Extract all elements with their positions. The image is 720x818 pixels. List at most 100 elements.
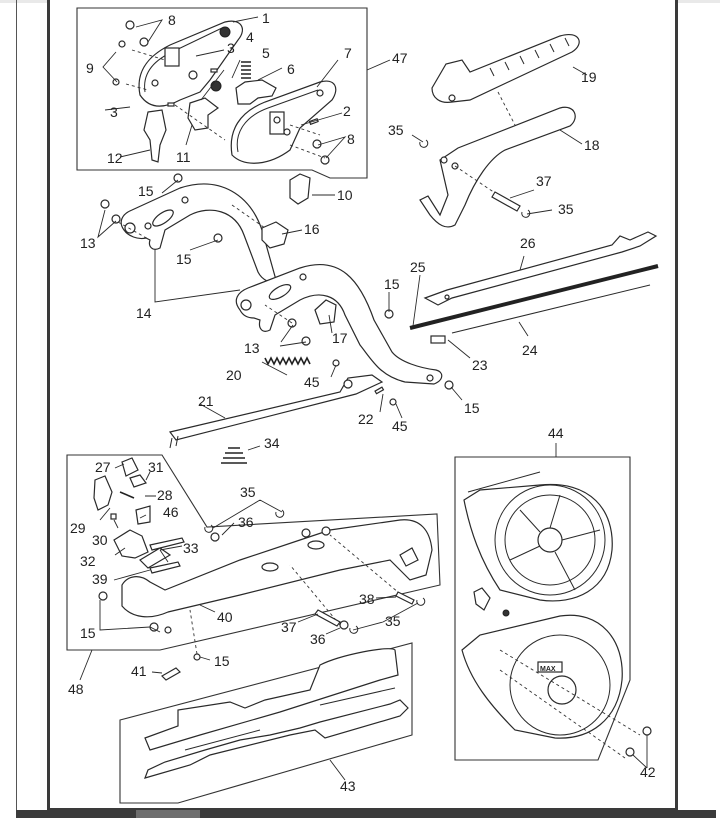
part-6-lever xyxy=(235,79,277,105)
callout-24: 24 xyxy=(522,342,538,358)
part-35-clip-mid-b xyxy=(275,509,285,518)
assembly-44-box xyxy=(454,443,631,761)
part-8-nuts xyxy=(125,20,330,165)
callout-15-a: 15 xyxy=(138,183,154,199)
callout-45-b: 45 xyxy=(392,418,408,434)
callout-33: 33 xyxy=(183,540,199,556)
callout-2: 2 xyxy=(343,103,351,119)
callout-16: 16 xyxy=(304,221,320,237)
part-31-clip xyxy=(129,474,147,488)
part-15-screws-low xyxy=(98,591,201,661)
part-37-pin-upper xyxy=(491,191,521,212)
callout-36-lower: 36 xyxy=(310,631,326,647)
callout-38: 38 xyxy=(359,591,375,607)
callout-19: 19 xyxy=(581,69,597,85)
callout-21: 21 xyxy=(198,393,214,409)
leader-lines xyxy=(97,16,648,769)
callout-32: 32 xyxy=(80,553,96,569)
part-28-spring xyxy=(119,491,135,499)
part-10-bracket xyxy=(289,173,311,205)
part-35-clip-low-a xyxy=(349,625,359,634)
assembly-48-box xyxy=(66,454,441,681)
part-20-spring xyxy=(264,356,311,366)
part-12-latch xyxy=(143,109,167,163)
callout-20: 20 xyxy=(226,367,242,383)
part-18-arm xyxy=(419,106,576,228)
callout-39: 39 xyxy=(92,571,108,587)
callout-15-e: 15 xyxy=(80,625,96,641)
part-29-mechanism xyxy=(93,475,113,511)
callout-10: 10 xyxy=(337,187,353,203)
callout-46: 46 xyxy=(163,504,179,520)
callout-18: 18 xyxy=(584,137,600,153)
left-gutter-line xyxy=(16,0,17,810)
part-35-clip-low-b xyxy=(416,597,426,606)
part-22-pin xyxy=(374,386,385,395)
part-35-clip-upper-a xyxy=(419,139,429,148)
callout-43: 43 xyxy=(340,778,356,794)
callout-40: 40 xyxy=(217,609,233,625)
callout-22: 22 xyxy=(358,411,374,427)
part-45-washer-b xyxy=(389,398,397,406)
callout-13-lower: 13 xyxy=(244,340,260,356)
callout-17: 17 xyxy=(332,330,348,346)
part-30-block xyxy=(110,513,117,520)
part-39-plate xyxy=(149,561,181,574)
part-5-spring xyxy=(241,61,251,79)
part-36-washer-low xyxy=(339,620,349,630)
callout-15-b: 15 xyxy=(176,251,192,267)
callout-13-upper: 13 xyxy=(80,235,96,251)
part-44-latch xyxy=(473,587,491,611)
callout-36-upper: 36 xyxy=(238,514,254,530)
part-14-arm-lower xyxy=(235,263,443,385)
horizontal-scrollbar[interactable] xyxy=(16,810,716,818)
scrollbar-thumb[interactable] xyxy=(136,810,200,818)
callout-15-f: 15 xyxy=(214,653,230,669)
part-42-screws xyxy=(625,726,652,757)
part-32-plate xyxy=(113,529,149,559)
callout-42: 42 xyxy=(640,764,656,780)
callout-48: 48 xyxy=(68,681,84,697)
part-38-pin xyxy=(395,591,415,605)
callout-41: 41 xyxy=(131,663,147,679)
callout-35-c: 35 xyxy=(388,122,404,138)
callout-35-d: 35 xyxy=(385,613,401,629)
part-25-spring-rod xyxy=(409,264,659,330)
part-44-reel-cover-front xyxy=(461,614,623,739)
callout-8-lower: 8 xyxy=(347,131,355,147)
part-44-reel-cover-back xyxy=(463,471,613,602)
callout-15-d: 15 xyxy=(464,400,480,416)
part-43-bottom-rail xyxy=(144,648,409,779)
callout-26: 26 xyxy=(520,235,536,251)
callout-labels: 1 2 3 3 4 5 6 7 8 8 9 10 11 12 13 13 14 … xyxy=(68,10,656,794)
part-34-spring xyxy=(221,447,247,464)
callout-11: 11 xyxy=(176,149,191,165)
callout-28: 28 xyxy=(157,487,173,503)
callout-37-upper: 37 xyxy=(536,173,552,189)
callout-23: 23 xyxy=(472,357,488,373)
part-46-bracket xyxy=(135,505,151,525)
brand-mark-max: MAX xyxy=(540,666,556,673)
callout-34: 34 xyxy=(264,435,280,451)
callout-35-a: 35 xyxy=(240,484,256,500)
part-3-pin-b xyxy=(167,102,175,107)
part-35-clip-mid-a xyxy=(204,524,214,533)
part-44-spring xyxy=(502,609,510,617)
callout-25: 25 xyxy=(410,259,426,275)
callout-15-c: 15 xyxy=(384,276,400,292)
part-11-cam xyxy=(187,97,220,131)
part-36-washer-mid xyxy=(210,532,220,542)
callout-27: 27 xyxy=(95,459,111,475)
callout-9: 9 xyxy=(86,60,94,76)
callout-12: 12 xyxy=(107,150,123,166)
assembly-47-box xyxy=(76,7,391,179)
part-19-grip xyxy=(431,34,580,103)
part-9-screws xyxy=(112,40,126,86)
callout-4: 4 xyxy=(246,29,254,45)
callout-6: 6 xyxy=(287,61,295,77)
part-7-housing xyxy=(230,80,337,164)
callout-7: 7 xyxy=(344,45,352,61)
callout-5: 5 xyxy=(262,45,270,61)
callout-1: 1 xyxy=(262,10,270,26)
part-16-bracket xyxy=(261,221,289,249)
